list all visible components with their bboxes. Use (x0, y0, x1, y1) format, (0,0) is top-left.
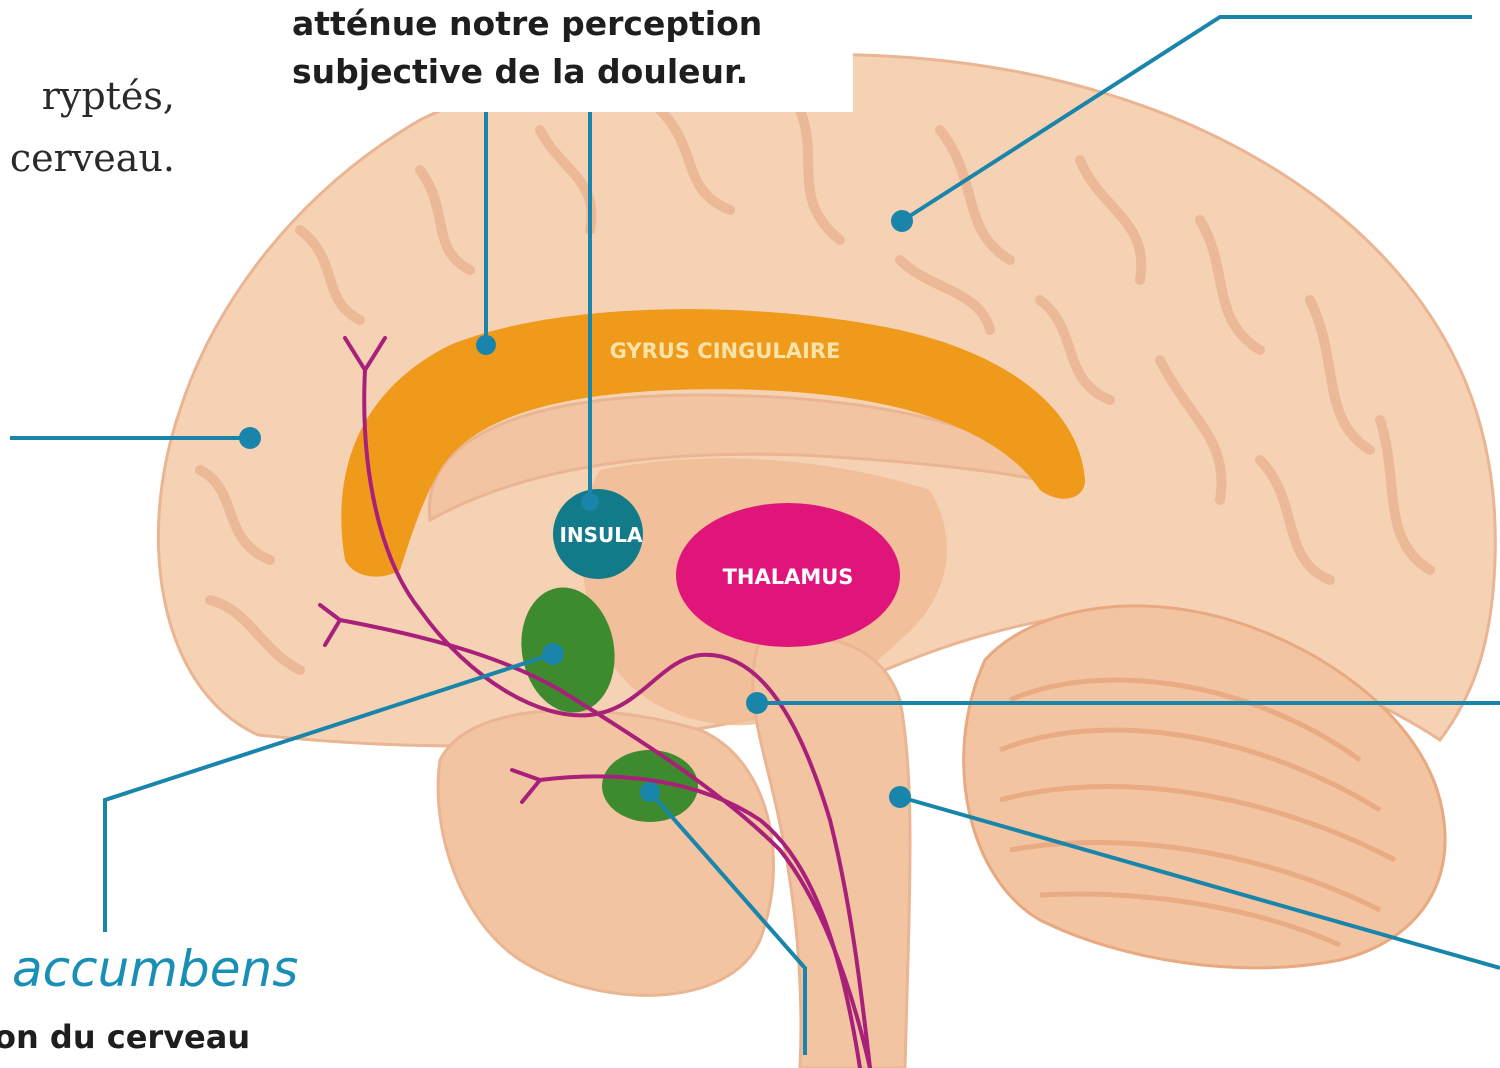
temporal-lobe (438, 710, 773, 995)
insula-label: INSULA (559, 523, 643, 547)
intro-line1: ryptés, (0, 74, 175, 118)
callout-top-line2: subjective de la douleur. (292, 52, 748, 91)
accumbens-subtitle: on du cerveau (0, 1018, 250, 1056)
thalamus-label: THALAMUS (723, 565, 854, 589)
intro-line2: cerveau. (0, 136, 175, 180)
accumbens-title: accumbens (12, 940, 298, 998)
callout-top: atténue notre perception subjective de l… (278, 0, 853, 112)
callout-accumbens: accumbens on du cerveau (0, 932, 356, 1068)
gyrus-label: GYRUS CINGULAIRE (610, 339, 841, 363)
callout-top-line1: atténue notre perception (292, 4, 762, 43)
